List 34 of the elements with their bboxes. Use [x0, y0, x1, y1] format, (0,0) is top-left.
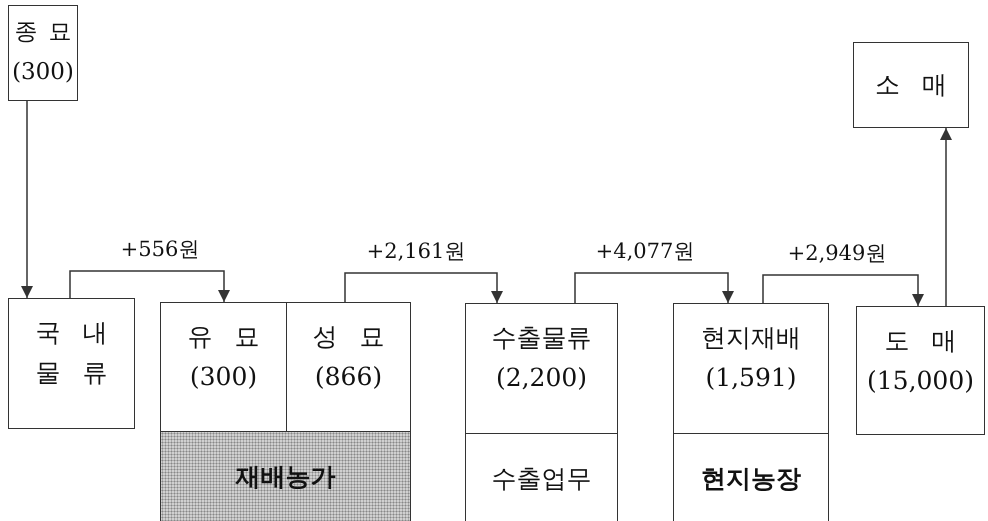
- shaded-box: [160, 431, 411, 521]
- node-label: 소 매: [875, 69, 947, 101]
- node-value: (2,200): [496, 362, 588, 394]
- node-value: (300): [12, 58, 74, 87]
- node-label: 국 내 물 류: [34, 317, 108, 389]
- arrow: [344, 272, 503, 303]
- node-value: (15,000): [867, 365, 974, 397]
- arrow: [21, 101, 33, 298]
- node-value: (300): [190, 361, 258, 393]
- node-label: 수출물류: [492, 322, 592, 354]
- node-label: 도 매: [884, 325, 956, 357]
- node-label: 현지재배: [701, 322, 801, 354]
- process-box: [673, 303, 829, 434]
- node-label: 종 묘: [14, 18, 72, 47]
- arrow: [762, 274, 924, 306]
- node-label: 현지농장: [701, 463, 801, 495]
- node-label: 유 묘: [188, 321, 260, 353]
- node-label: 성 묘: [312, 321, 384, 353]
- process-box: [286, 302, 411, 432]
- arrow: [940, 128, 952, 306]
- process-box: [856, 306, 985, 435]
- node-value: (1,591): [705, 362, 797, 394]
- process-box: [673, 433, 829, 521]
- process-box: [853, 42, 969, 128]
- process-box: [8, 298, 135, 429]
- node-value: (866): [314, 361, 382, 393]
- process-box: [465, 303, 618, 434]
- arrow: [69, 270, 230, 302]
- process-box: [465, 433, 618, 521]
- node-label: 재배농가: [236, 461, 336, 493]
- arrow: [574, 272, 734, 303]
- process-box: [160, 302, 287, 432]
- node-label: 수출업무: [492, 463, 592, 495]
- process-box: [8, 5, 78, 101]
